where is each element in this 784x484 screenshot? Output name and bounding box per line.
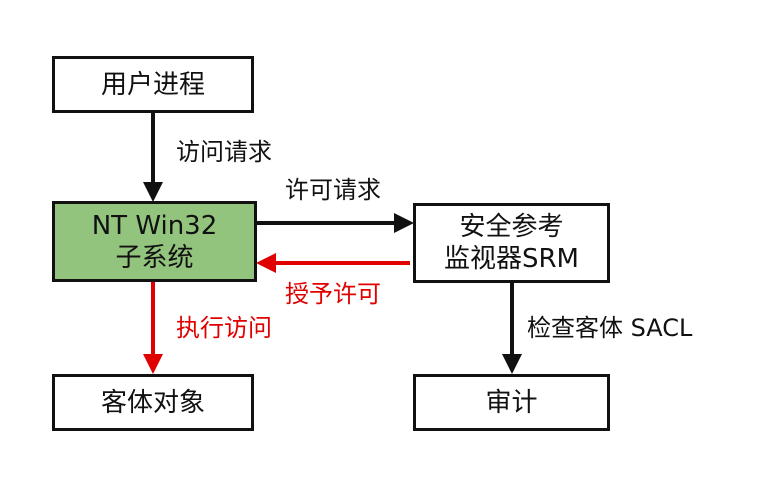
node-object-label: 客体对象 bbox=[100, 387, 205, 418]
label-grant-permission: 授予许可 bbox=[285, 280, 381, 308]
node-nt-win32-subsystem: NT Win32 子系统 bbox=[52, 201, 257, 282]
node-user-process-label: 用户进程 bbox=[100, 69, 205, 100]
node-srm-line1: 安全参考 bbox=[459, 212, 564, 242]
node-nt-subsystem-line2: 子系统 bbox=[115, 242, 194, 273]
node-srm-line2: 监视器SRM bbox=[443, 244, 579, 274]
node-object: 客体对象 bbox=[52, 374, 254, 431]
node-audit: 审计 bbox=[413, 374, 610, 431]
label-execute-access: 执行访问 bbox=[176, 314, 272, 342]
node-srm: 安全参考 监视器SRM bbox=[413, 203, 610, 283]
node-audit-label: 审计 bbox=[485, 387, 538, 418]
label-access-request: 访问请求 bbox=[176, 138, 272, 166]
node-nt-subsystem-line1: NT Win32 bbox=[91, 210, 218, 241]
node-user-process: 用户进程 bbox=[52, 56, 254, 113]
label-check-sacl: 检查客体 SACL bbox=[527, 314, 693, 342]
label-permission-request: 许可请求 bbox=[285, 176, 381, 204]
